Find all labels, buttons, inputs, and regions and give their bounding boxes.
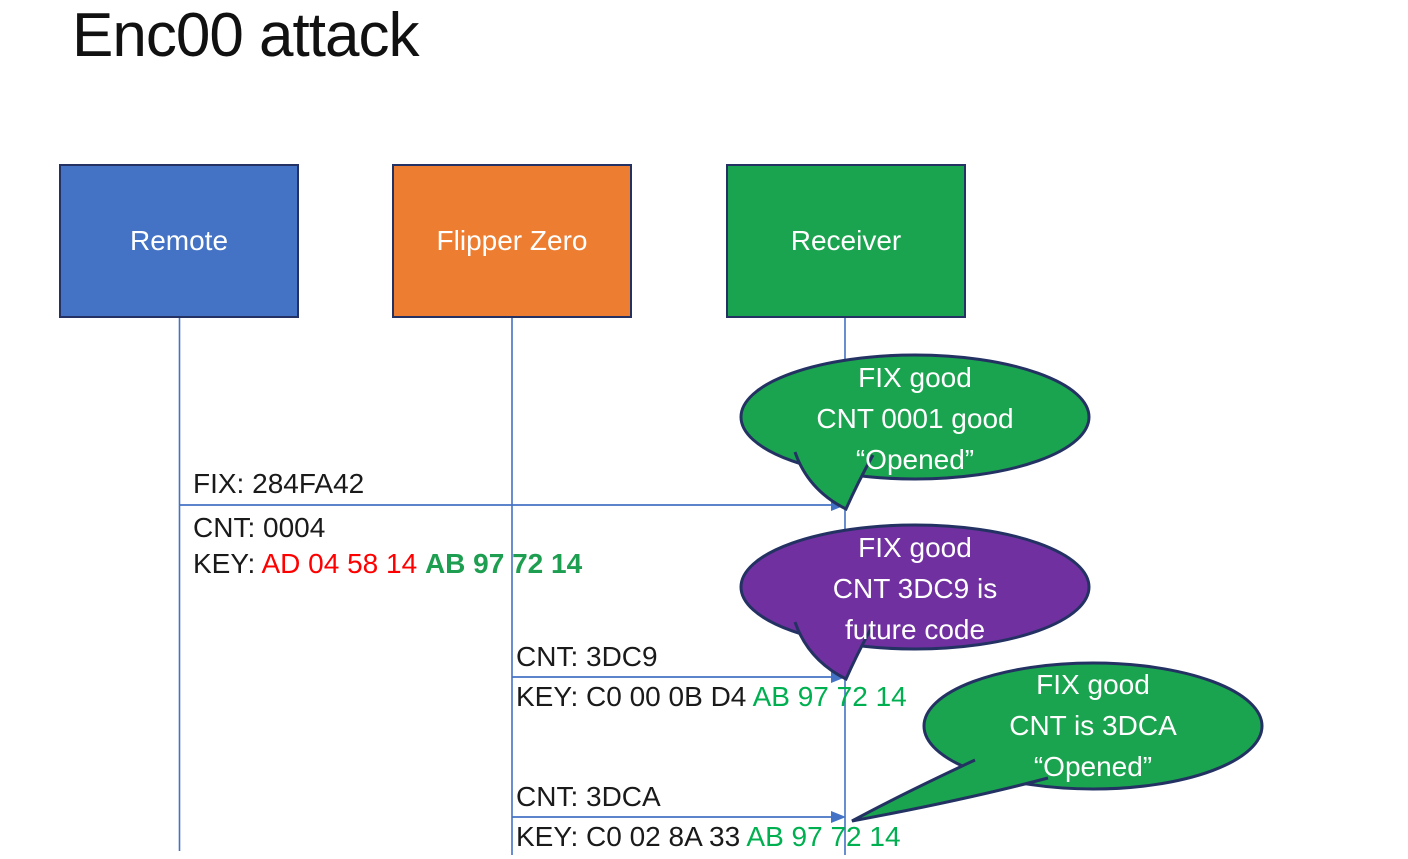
actor-box-flipper-zero: Flipper Zero xyxy=(392,164,632,318)
actor-label-flipper-zero: Flipper Zero xyxy=(436,225,588,256)
slide-title: Enc00 attack xyxy=(72,1,419,70)
actor-label-remote: Remote xyxy=(129,225,229,256)
callout2-line2: CNT 3DC9 is xyxy=(832,573,998,604)
actor-label-receiver: Receiver xyxy=(790,225,902,256)
message3-key-green-bytes: AB 97 72 14 xyxy=(746,821,901,852)
callout1-line1: FIX good xyxy=(858,362,972,393)
actor-box-remote: Remote xyxy=(59,164,299,318)
callout2-line3: future code xyxy=(844,614,986,645)
callout-tail-1 xyxy=(793,451,875,512)
message3-key-label: KEY: C0 02 8A 33 AB 97 72 14 xyxy=(516,821,901,853)
callout-tail-3 xyxy=(851,758,1049,823)
message-arrow-1 xyxy=(180,499,846,511)
callout-bubble-1 xyxy=(739,353,1091,512)
callout3-line3: “Opened” xyxy=(1033,751,1153,782)
arrowhead-3 xyxy=(831,811,846,823)
callout-bubble-2 xyxy=(739,523,1091,682)
callout2-line1: FIX good xyxy=(858,532,972,563)
message-arrow-3 xyxy=(512,811,846,823)
message3-key-prefix: KEY: C0 02 8A 33 xyxy=(516,821,747,852)
message2-key-green-bytes: AB 97 72 14 xyxy=(752,681,907,712)
callout1-line3: “Opened” xyxy=(855,444,975,475)
message2-cnt-label: CNT: 3DC9 xyxy=(516,641,658,672)
message1-cnt-label: CNT: 0004 xyxy=(193,512,326,543)
message1-key-label: KEY: AD 04 58 14 AB 97 72 14 xyxy=(193,548,582,580)
message1-key-prefix: KEY: xyxy=(193,548,262,579)
callout3-line1: FIX good xyxy=(1036,669,1150,700)
message2-key-label: KEY: C0 00 0B D4 AB 97 72 14 xyxy=(516,681,907,713)
callout1-line2: CNT 0001 good xyxy=(816,403,1014,434)
callout-bubble-3 xyxy=(851,661,1264,823)
message2-key-prefix: KEY: C0 00 0B D4 xyxy=(516,681,753,712)
callout2-text: FIX good CNT 3DC9 is future code xyxy=(765,527,1065,650)
callout3-text: FIX good CNT is 3DCA “Opened” xyxy=(943,664,1243,787)
message1-key-red-bytes: AD 04 58 14 xyxy=(261,548,425,579)
callout-tail-2 xyxy=(793,621,875,682)
callout1-text: FIX good CNT 0001 good “Opened” xyxy=(765,357,1065,480)
message3-cnt-label: CNT: 3DCA xyxy=(516,781,661,812)
message1-key-green-bytes: AB 97 72 14 xyxy=(424,548,583,579)
actor-box-receiver: Receiver xyxy=(726,164,966,318)
callout3-line2: CNT is 3DCA xyxy=(1009,710,1177,741)
message1-fix-label: FIX: 284FA42 xyxy=(193,468,365,499)
